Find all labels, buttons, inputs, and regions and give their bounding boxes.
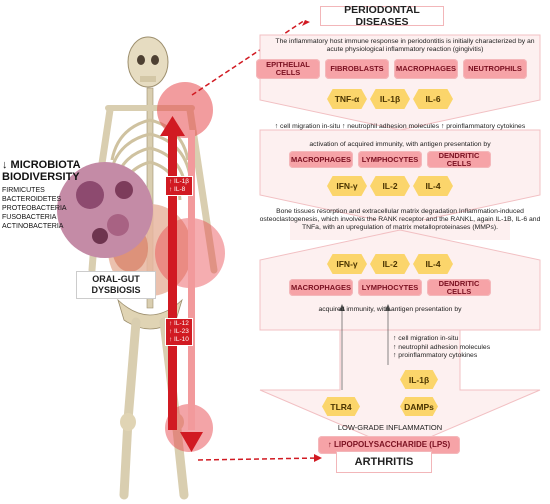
cell-lymphocytes-2: LYMPHOCYTES [358,151,422,168]
intro-text: The inflammatory host immune response in… [275,38,535,53]
migration-line: ↑ cell migration in-situ ↑ neutrophil ad… [274,123,526,130]
cytokine-il-6: IL-6 [413,89,453,109]
acquired-immunity-line: activation of acquired immunity, with an… [309,141,491,148]
cytokine-il-1b: IL-1β [370,89,410,109]
cell-dendritic-3: DENDRITIC CELLS [427,279,491,296]
microbiota-title: ↓ MICROBIOTA BIODIVERSITY [2,159,81,183]
bone-resorption-text: Bone tissues resorption and extracellula… [259,208,541,231]
cell-macrophages: MACROPHAGES [394,59,458,79]
receptor-tlr4: TLR4 [322,397,360,416]
bacteria-list: FIRMICUTES BACTEROIDETES PROTEOBACTERIA … [2,186,82,231]
cytokine-il-4-3: IL-4 [413,254,453,274]
migration-item: ↑ cell migration in-situ [393,335,459,342]
interleukin-label: ↑ IL-8 [169,186,186,193]
cytokine-ifn-gamma: IFN-γ [327,176,367,196]
cell-macrophages-3: MACROPHAGES [289,279,353,296]
damps-label: DAMPs [400,397,438,416]
cytokine-il-2: IL-2 [370,176,410,196]
title-periodontal-diseases: PERIODONTAL DISEASES [320,4,444,28]
cytokine-il-1b-lower: IL-1β [400,370,438,389]
cell-macrophages-2: MACROPHAGES [289,151,353,168]
bacteria-item: FIRMICUTES [2,187,45,194]
cytokine-il-4: IL-4 [413,176,453,196]
cytokine-il-2-3: IL-2 [370,254,410,274]
skeleton-illustration [57,36,225,500]
dysbiosis-label: ORAL-GUT DYSBIOSIS [76,271,156,299]
cytokine-ifn-gamma-3: IFN-γ [327,254,367,274]
interleukin-label: ↑ IL-23 [169,328,189,335]
lps-box: ↑ LIPOPOLYSACCHARIDE (LPS) [318,436,460,454]
bacteria-item: ACTINOBACTERIA [2,223,64,230]
cell-fibroblasts: FIBROBLASTS [325,59,389,79]
migration-item: ↑ proinflammatory cytokines [393,352,478,359]
cell-epithelial: EPITHELIAL CELLS [256,59,320,79]
interleukin-label: ↑ IL-12 [169,320,189,327]
low-grade-inflammation: LOW-GRADE INFLAMMATION [337,423,443,432]
title-arthritis: ARTHRITIS [336,451,432,473]
bacteria-item: PROTEOBACTERIA [2,205,67,212]
migration-list: ↑ cell migration in-situ ↑ neutrophil ad… [393,335,533,361]
cell-neutrophils: NEUTROPHILS [463,59,527,79]
cell-lymphocytes-3: LYMPHOCYTES [358,279,422,296]
cell-dendritic-2: DENDRITIC CELLS [427,151,491,168]
migration-item: ↑ neutrophil adhesion molecules [393,343,491,351]
acquired-immunity-line-2: acquired immunity, with antigen presenta… [318,306,462,313]
upper-interleukin-labels: ↑ IL-1β ↑ IL-8 [165,176,193,196]
lower-interleukin-labels: ↑ IL-12 ↑ IL-23 ↑ IL-10 [165,318,193,346]
interleukin-label: ↑ IL-1β [169,178,189,185]
interleukin-label: ↑ IL-10 [169,336,189,343]
bacteria-item: FUSOBACTERIA [2,214,57,221]
bacteria-item: BACTEROIDETES [2,196,62,203]
cytokine-tnf-alpha: TNF-α [327,89,367,109]
